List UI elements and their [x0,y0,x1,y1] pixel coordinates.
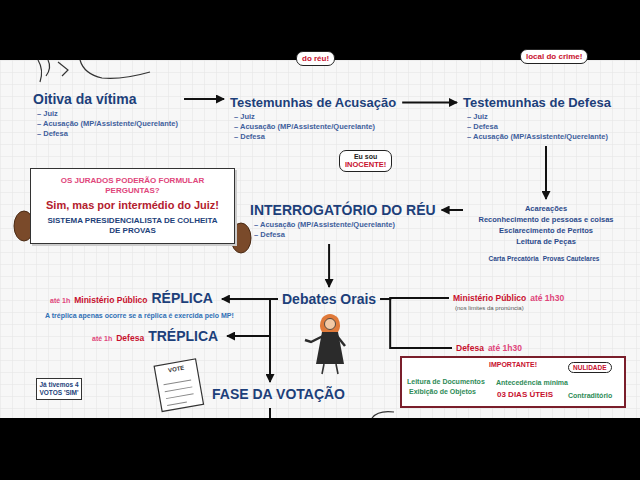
time-row: Ministério Público até 1h30 (nos limites d… [453,287,568,311]
flow-arrow [380,299,452,348]
node-title: FASE DA VOTAÇÃO [212,386,345,402]
node-title: NULIDADE [573,364,607,371]
node-text: Carta Precatória [489,253,539,264]
grid [0,60,640,418]
node-title: Acareações [467,203,625,214]
node-text: INOCENTE! [345,160,386,169]
step-heading: Testemunhas de Acusação – Juiz– Acusação … [230,95,396,142]
node-text: Esclarecimento de Peritos [467,225,625,236]
step-heading: Testemunhas de Defesa – Juiz– Defesa– Acu… [463,95,611,142]
node-text: Leitura de Peças [467,236,625,247]
node-title: Testemunhas de Defesa [463,95,611,110]
step-list: AcareaçõesReconhecimento de pessoas e co… [467,203,625,265]
node-text: – Juiz [37,109,178,119]
speech-bubble: NULIDADE [568,362,612,373]
node-text: Exibição de Objetos [409,388,476,395]
node-text: – Defesa [37,129,178,139]
node-text: SISTEMA PRESIDENCIALISTA DE COLHEITA DE … [43,216,222,236]
node-title: até 1h [50,297,70,304]
node-title: do réu! [302,54,329,63]
flow-arrow [328,244,330,287]
node-title: Já tivemos 4 VOTOS 'SIM' [39,381,79,397]
node-text: Ministério Público [74,295,147,305]
time-row: Defesa até 1h30 [456,337,526,355]
node-title: Ministério Público [453,293,526,303]
note-text: A tréplica apenas ocorre se a réplica é … [45,312,234,319]
step-heading: Oitiva da vítima – Juiz– Acusação (MP/Ass… [33,91,178,139]
sketch-bubble [372,412,394,418]
important-box: IMPORTANTE!Leitura de DocumentosExibição… [400,356,626,408]
node-text: – Defesa [254,230,436,240]
node-title: INTERROGATÓRIO DO RÉU [250,202,436,218]
time-row: até 1h Ministério Público RÉPLICA [50,289,217,307]
step-heading: INTERROGATÓRIO DO RÉU – Acusação (MP/Assi… [250,202,436,240]
node-text: Contraditório [568,392,612,399]
note-paper: OS JURADOS PODERÃO FORMULAR PERGUNTAS? Si… [30,168,235,244]
time-row: até 1h Defesa TRÉPLICA [92,327,222,345]
ballot [154,359,203,412]
node-text: Leitura de Documentos [407,378,485,385]
flow-line [269,408,271,418]
speech-bubble: Eu souINOCENTE! [339,150,392,172]
node-title: Eu sou [345,153,386,160]
node-text: TRÉPLICA [148,328,218,344]
node-text: até 1h30 [530,293,564,303]
node-title: até 1h [92,335,112,342]
node-text: até 1h30 [488,343,522,353]
node-title: Debates Orais [282,291,376,307]
node-text: – Defesa [234,132,396,142]
node-text: Antecedência mínima [496,379,568,386]
node-text: – Juiz [467,112,611,122]
flow-arrow [442,209,463,211]
node-title: local do crime! [526,52,582,61]
node-title: OS JURADOS PODERÃO FORMULAR PERGUNTAS? [43,176,222,196]
flow-arrow [545,146,547,199]
node-text: Defesa [116,333,144,343]
node-text: – Acusação (MP/Assistente/Querelante) [37,119,178,129]
node-text: 03 DIAS ÚTEIS [497,390,553,399]
speech-bubble: do réu! [296,51,335,66]
lawyer-figure [305,314,345,374]
node-text: – Juiz [234,112,396,122]
flow-arrow [184,98,224,100]
node-text: RÉPLICA [151,290,212,306]
node-title: Oitiva da vítima [33,91,178,107]
node-text: – Acusação (MP/Assistente/Querelante) [234,122,396,132]
paper [0,60,640,418]
step-heading: FASE DA VOTAÇÃO [212,386,345,402]
node-title: Testemunhas de Acusação [230,95,396,110]
node-text: Provas Cautelares [543,253,600,264]
node-text: – Acusação (MP/Assistente/Querelante) [254,220,436,230]
vote-count-box: Já tivemos 4 VOTOS 'SIM' [36,378,82,400]
node-title: Defesa [456,343,484,353]
node-text: – Acusação (MP/Assistente/Querelante) [467,132,611,142]
sketch-figure [38,60,150,82]
flow-arrow [402,102,457,104]
node-text: – Defesa [467,122,611,132]
node-text: Reconhecimento de pessoas e coisas [467,214,625,225]
speech-bubble: local do crime! [520,49,588,64]
step-heading: Debates Orais [282,291,376,307]
flow-arrow [270,299,278,382]
node-text: Sim, mas por intermédio do Juiz! [43,199,222,212]
node-text: (nos limites da pronúncia) [455,305,568,311]
